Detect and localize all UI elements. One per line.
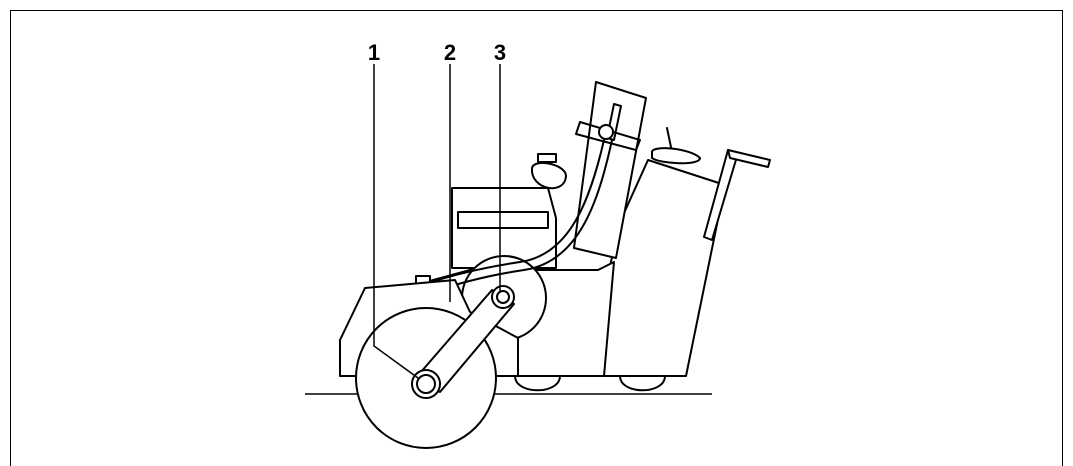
tank-bracket	[575, 121, 641, 151]
blade-hub-inner	[416, 374, 436, 394]
figure-border	[10, 10, 1063, 466]
tank-valve	[598, 124, 614, 140]
belt-pulley-inner	[496, 290, 510, 304]
callout-1: 1	[368, 40, 380, 65]
water-hose	[427, 139, 605, 285]
callout-3: 3	[494, 40, 506, 65]
engine-band	[457, 211, 549, 229]
front-caster-wheel	[514, 375, 561, 392]
rear-wheel	[619, 375, 666, 392]
crank-wheel	[651, 147, 701, 165]
water-tank	[573, 81, 647, 259]
callout-2: 2	[444, 40, 456, 65]
handle-grip	[727, 149, 771, 168]
belt-arm	[411, 285, 515, 399]
fuel-cap	[537, 153, 557, 163]
callout-1-leader	[373, 64, 419, 379]
air-filter	[530, 161, 567, 190]
rear-frame	[514, 127, 771, 392]
